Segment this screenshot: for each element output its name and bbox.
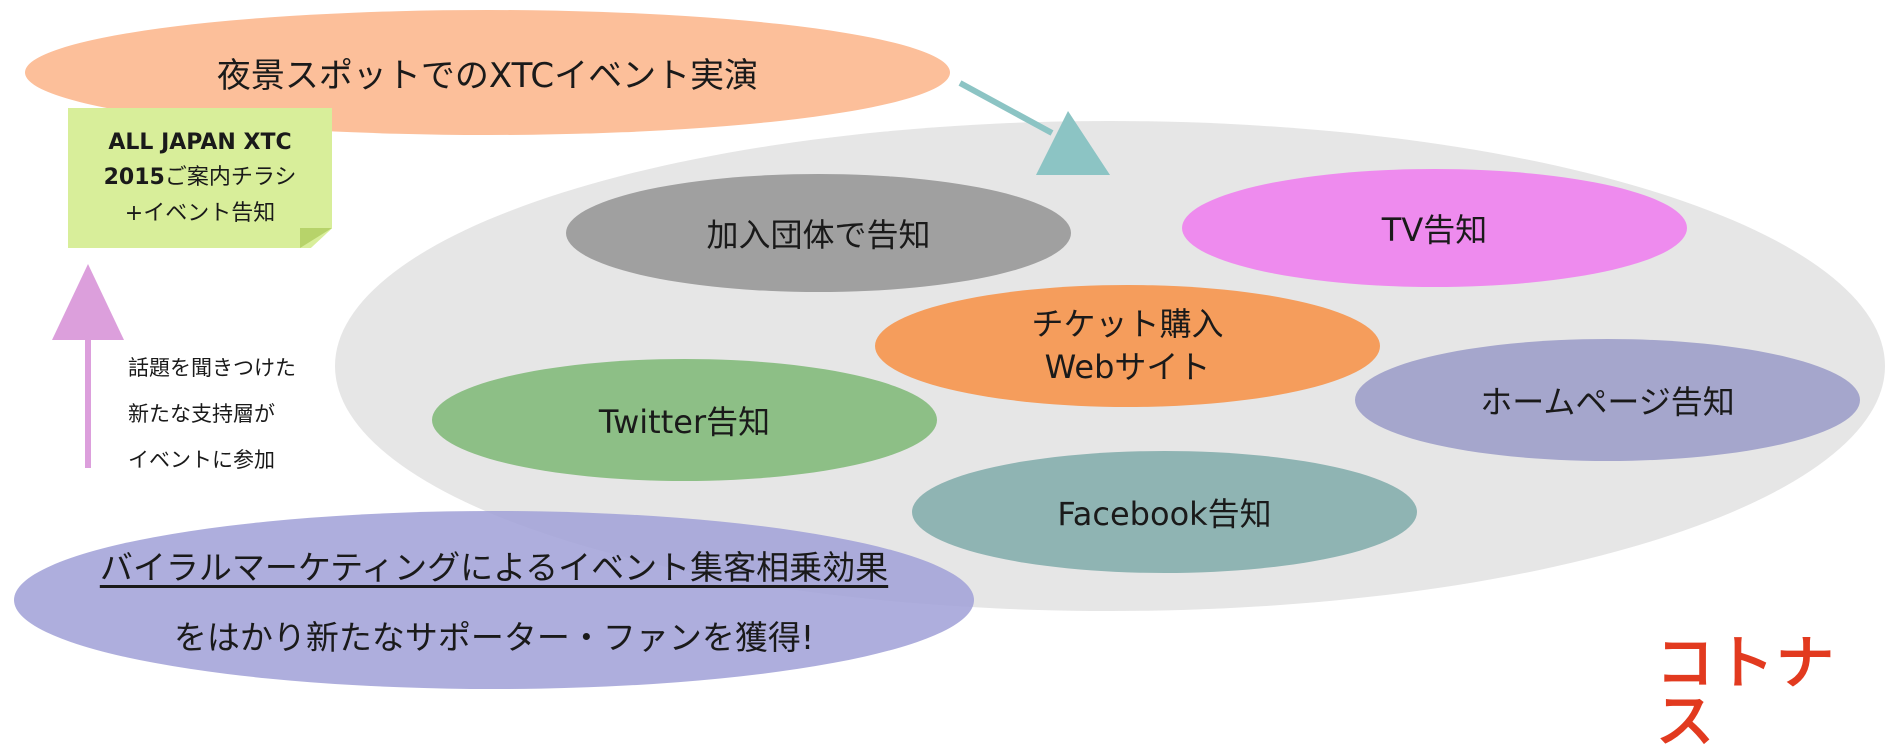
side-text-line-2: 新たな支持層が — [128, 402, 275, 426]
viral-marketing-line-1: バイラルマーケティングによるイベント集客相乗効果 — [99, 548, 889, 587]
tv-label: TV告知 — [1381, 211, 1488, 249]
side-text-line-1: 話題を聞きつけた — [128, 356, 296, 380]
note-line-1: ALL JAPAN XTC — [108, 130, 292, 156]
facebook-label: Facebook告知 — [1057, 495, 1272, 533]
ticket-label-line-2: Webサイト — [1044, 348, 1211, 386]
homepage-label: ホームページ告知 — [1480, 383, 1735, 421]
facebook-ellipse: Facebook告知 — [912, 451, 1417, 573]
note-year: 2015 — [103, 165, 165, 191]
ticket-label-line-1: チケット購入 — [1031, 304, 1224, 343]
member-groups-label: 加入団体で告知 — [706, 216, 931, 254]
note-fold-corner — [300, 228, 332, 248]
teal-arrow-icon — [958, 80, 1110, 175]
twitter-label: Twitter告知 — [598, 403, 771, 441]
ticket-website-ellipse: チケット購入 Webサイト — [875, 285, 1380, 407]
note-line-2: 2015ご案内チラシ — [104, 160, 297, 195]
note-line-3: +イベント告知 — [124, 200, 276, 226]
homepage-ellipse: ホームページ告知 — [1355, 339, 1860, 461]
tv-ellipse: TV告知 — [1182, 169, 1687, 287]
side-text-line-3: イベントに参加 — [128, 448, 275, 472]
kotonasu-logo: コトナス — [1656, 629, 1837, 755]
pink-up-arrow-icon — [52, 264, 124, 468]
flyer-note: ALL JAPAN XTC 2015ご案内チラシ +イベント告知 — [68, 108, 332, 248]
twitter-ellipse: Twitter告知 — [432, 359, 937, 481]
viral-marketing-line-2: をはかり新たなサポーター・ファンを獲得! — [173, 618, 815, 657]
note-line-2-text: ご案内チラシ — [164, 165, 297, 191]
member-groups-ellipse: 加入団体で告知 — [566, 174, 1071, 292]
viral-marketing-ellipse: バイラルマーケティングによるイベント集客相乗効果 をはかり新たなサポーター・ファ… — [14, 511, 974, 689]
new-supporters-text: 話題を聞きつけた 新たな支持層が イベントに参加 — [128, 345, 296, 483]
night-view-event-label: 夜景スポットでのXTCイベント実演 — [216, 56, 759, 96]
